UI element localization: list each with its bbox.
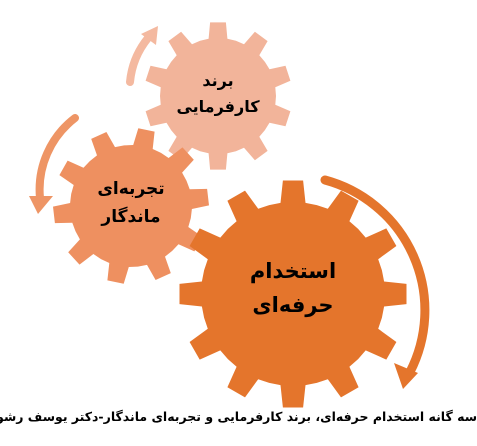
arrow-top-head <box>141 26 158 45</box>
arrow-bottom-head <box>394 363 418 389</box>
gear-bottom-label-line1: استخدام <box>250 259 336 283</box>
gear-middle-label-line1: تجربه‌ای <box>97 179 164 199</box>
gear-top: برند کارفرمایی <box>145 22 291 170</box>
arrow-top-curve <box>126 34 152 86</box>
gear-middle: تجربه‌ای ماندگار <box>53 128 209 284</box>
gear-top-shape <box>145 22 291 170</box>
gear-middle-shape <box>53 128 209 284</box>
arrow-middle-curve <box>35 114 79 202</box>
gear-middle-label-line2: ماندگار <box>100 206 160 227</box>
arrow-bottom-curve <box>320 175 430 377</box>
arrow-middle-head <box>29 196 53 214</box>
gear-top-label-line1: برند <box>202 71 233 90</box>
figure-caption: سه گانه استخدام حرفه‌ای، برند کارفرمایی … <box>0 409 477 424</box>
gear-bottom-label-line2: حرفه‌ای <box>252 293 333 317</box>
gear-bottom-shape <box>179 180 407 408</box>
gear-bottom: استخدام حرفه‌ای <box>179 180 407 408</box>
gear-top-label-line2: کارفرمایی <box>176 97 260 116</box>
